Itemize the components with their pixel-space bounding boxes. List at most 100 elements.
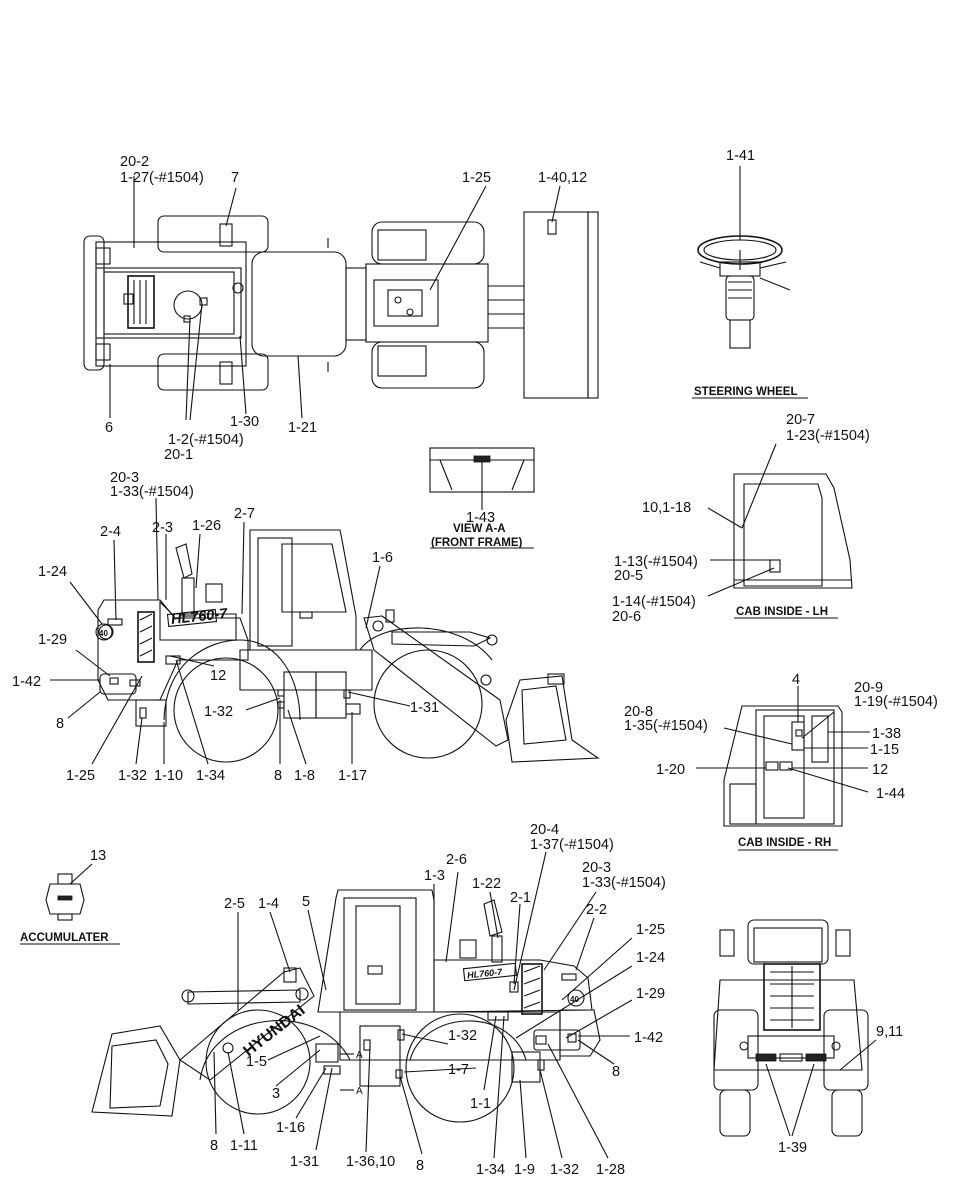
- leader-lines: [50, 176, 877, 1159]
- label-1-29: 1-29: [38, 632, 67, 648]
- steering-wheel-view: [697, 235, 791, 349]
- cab-rh-view: [723, 705, 843, 827]
- rear-view: [713, 919, 869, 1137]
- label-3: 3: [272, 1086, 280, 1102]
- steering-caption: STEERING WHEEL: [694, 386, 798, 398]
- label-1-33-right: 1-33(-#1504): [582, 875, 666, 891]
- label-1-3: 1-3: [424, 868, 445, 884]
- label-1-39: 1-39: [778, 1140, 807, 1156]
- label-8-right-b: 8: [210, 1138, 218, 1154]
- label-1-32-right-b: 1-32: [550, 1162, 579, 1178]
- view-aa-caption: VIEW A-A: [453, 523, 506, 535]
- label-4: 4: [792, 672, 800, 688]
- label-8-left-b: 8: [274, 768, 282, 784]
- label-1-35: 1-35(-#1504): [624, 718, 708, 734]
- left-model-badge: HL760-7: [170, 606, 229, 628]
- label-5: 5: [302, 894, 310, 910]
- front-frame-view: [429, 447, 535, 498]
- label-1-16: 1-16: [276, 1120, 305, 1136]
- label-7: 7: [231, 170, 239, 186]
- label-1-38: 1-38: [872, 726, 901, 742]
- label-1-21: 1-21: [288, 420, 317, 436]
- label-1-23: 1-23(-#1504): [786, 428, 870, 444]
- label-1-32-wheel: 1-32: [204, 704, 233, 720]
- label-9-11: 9,11: [876, 1024, 903, 1040]
- label-20-6: 20-6: [612, 609, 641, 625]
- label-1-42-left: 1-42: [12, 674, 41, 690]
- label-6: 6: [105, 420, 113, 436]
- label-1-41: 1-41: [726, 148, 755, 164]
- label-1-7: 1-7: [448, 1062, 469, 1078]
- label-2-2: 2-2: [586, 902, 607, 918]
- label-20-7: 20-7: [786, 412, 815, 428]
- top-view-labels: 20-2 1-27(-#1504) 7 1-25 1-40,12 6 1-30 …: [105, 154, 587, 463]
- label-1-10: 1-10: [154, 768, 183, 784]
- label-1-34-left: 1-34: [196, 768, 225, 784]
- label-10-1-18: 10,1-18: [642, 500, 691, 516]
- label-1-43: 1-43: [466, 510, 495, 526]
- label-8-right-c: 8: [416, 1158, 424, 1174]
- label-1-37: 1-37(-#1504): [530, 837, 614, 853]
- cab-lh-caption: CAB INSIDE - LH: [736, 606, 828, 618]
- top-view: [83, 211, 599, 399]
- label-1-1: 1-1: [470, 1096, 491, 1112]
- accumulator-view: [45, 873, 85, 921]
- label-8-left-a: 8: [56, 716, 64, 732]
- label-20-3-right: 20-3: [582, 860, 611, 876]
- label-1-8: 1-8: [294, 768, 315, 784]
- label-1-26: 1-26: [192, 518, 221, 534]
- label-1-29-right: 1-29: [636, 986, 665, 1002]
- label-1-36-10: 1-36,10: [346, 1154, 395, 1170]
- label-20-5: 20-5: [614, 568, 643, 584]
- label-20-2: 20-2: [120, 154, 149, 170]
- section-marker-a-top: A: [356, 1050, 363, 1061]
- label-1-9: 1-9: [514, 1162, 535, 1178]
- label-1-31-wheel: 1-31: [410, 700, 439, 716]
- label-1-20: 1-20: [656, 762, 685, 778]
- rear-view-labels: 9,11 1-39: [778, 1024, 903, 1156]
- label-13: 13: [90, 848, 106, 864]
- label-20-1: 20-1: [164, 447, 193, 463]
- label-2-6: 2-6: [446, 852, 467, 868]
- label-1-32-left: 1-32: [118, 768, 147, 784]
- label-1-34-right: 1-34: [476, 1162, 505, 1178]
- label-1-44: 1-44: [876, 786, 905, 802]
- label-1-6: 1-6: [372, 550, 393, 566]
- label-20-3: 20-3: [110, 470, 139, 486]
- label-1-31-right: 1-31: [290, 1154, 319, 1170]
- cab-rh-labels: 4 20-9 1-19(-#1504) 20-8 1-35(-#1504) 1-…: [624, 672, 938, 849]
- label-1-2: 1-2(-#1504): [168, 432, 244, 448]
- label-1-25-right: 1-25: [636, 922, 665, 938]
- label-1-25-left: 1-25: [66, 768, 95, 784]
- label-1-24-right: 1-24: [636, 950, 665, 966]
- label-1-22: 1-22: [472, 876, 501, 892]
- label-12-rh: 12: [872, 762, 888, 778]
- right-hp-badge: 40: [570, 995, 579, 1004]
- cab-rh-caption: CAB INSIDE - RH: [738, 837, 831, 849]
- front-frame-caption: (FRONT FRAME): [431, 537, 523, 549]
- cab-lh-view: [733, 473, 853, 589]
- label-1-30: 1-30: [230, 414, 259, 430]
- label-1-5: 1-5: [246, 1054, 267, 1070]
- right-model-badge: HL760-7: [467, 967, 504, 981]
- label-2-1: 2-1: [510, 890, 531, 906]
- front-frame-labels: 1-43 VIEW A-A (FRONT FRAME): [431, 510, 523, 549]
- label-1-17: 1-17: [338, 768, 367, 784]
- right-side-view: [91, 889, 601, 1123]
- label-20-8: 20-8: [624, 704, 653, 720]
- label-1-25: 1-25: [462, 170, 491, 186]
- label-2-3: 2-3: [152, 520, 173, 536]
- label-1-32-right-a: 1-32: [448, 1028, 477, 1044]
- label-8-right-a: 8: [612, 1064, 620, 1080]
- left-hp-badge: 40: [99, 629, 108, 638]
- accumulator-labels: 13 ACCUMULATER: [20, 848, 109, 944]
- label-1-42-right: 1-42: [634, 1030, 663, 1046]
- accumulator-caption: ACCUMULATER: [20, 932, 109, 944]
- steering-labels: 1-41 STEERING WHEEL: [694, 148, 798, 398]
- right-side-labels: 20-4 1-37(-#1504) 2-6 20-3 1-33(-#1504) …: [210, 822, 666, 1178]
- label-1-13: 1-13(-#1504): [614, 554, 698, 570]
- label-12-left: 12: [210, 668, 226, 684]
- label-1-19: 1-19(-#1504): [854, 694, 938, 710]
